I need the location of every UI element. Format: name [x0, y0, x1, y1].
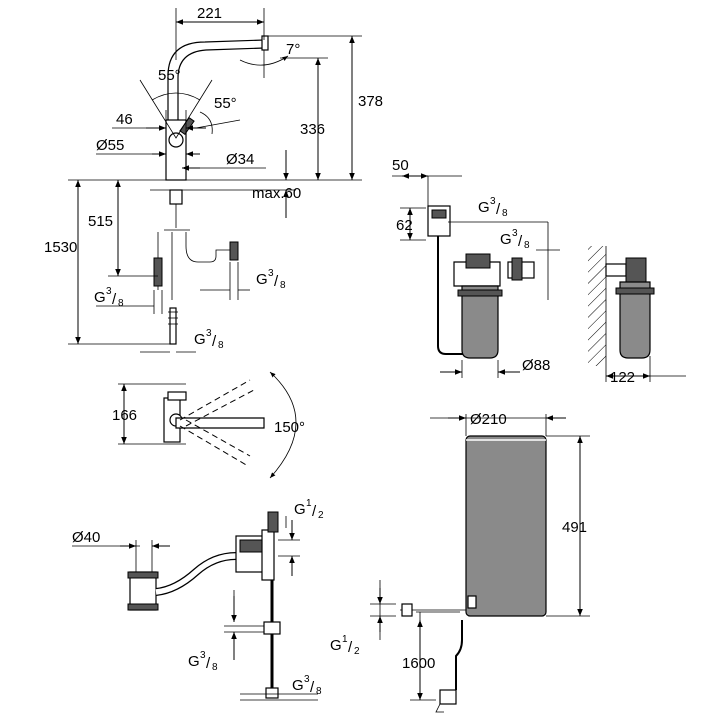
- thread-faucet-right: G 3 / 8: [256, 268, 286, 291]
- dim-swivel-angle: 150°: [274, 419, 305, 436]
- dim-plan-depth: 166: [112, 407, 137, 424]
- filter-side-view: [588, 246, 686, 382]
- mixing-valve-assembly: [72, 511, 318, 701]
- svg-text:/: /: [518, 233, 523, 250]
- svg-text:G: G: [256, 271, 268, 288]
- svg-text:/: /: [310, 679, 315, 696]
- svg-text:1: 1: [306, 498, 312, 509]
- faucet-elevation: [68, 8, 362, 353]
- svg-text:8: 8: [502, 208, 508, 219]
- filter-hose: [437, 236, 464, 355]
- svg-text:/: /: [206, 655, 211, 672]
- dim-hose-short: 515: [88, 213, 113, 230]
- thread-faucet-left: G 3 / 8: [94, 286, 124, 309]
- svg-text:G: G: [478, 199, 490, 216]
- svg-text:1: 1: [342, 634, 348, 645]
- svg-text:8: 8: [316, 686, 322, 697]
- svg-text:/: /: [274, 273, 279, 290]
- svg-text:G: G: [194, 331, 206, 348]
- svg-text:/: /: [496, 201, 501, 218]
- filter-cartridge: [461, 285, 499, 359]
- dim-spout-tilt: 7°: [286, 41, 300, 58]
- svg-text:8: 8: [218, 340, 224, 351]
- boiler-tank: [465, 435, 547, 617]
- svg-text:/: /: [348, 639, 353, 656]
- faucet-plan-view: [118, 371, 297, 479]
- svg-text:/: /: [312, 503, 317, 520]
- svg-text:8: 8: [118, 298, 124, 309]
- dim-filter-head-offset: 50: [392, 157, 409, 174]
- dim-lever-angle-1: 55°: [158, 67, 181, 84]
- lever-pivot: [168, 132, 184, 148]
- svg-text:G: G: [294, 501, 306, 518]
- svg-text:G: G: [292, 677, 304, 694]
- thread-filter-top: G 3 / 8: [478, 196, 508, 219]
- thread-valve-mid: G 3 / 8: [188, 650, 218, 673]
- dim-boiler-height: 491: [562, 519, 587, 536]
- wall-hatch: [588, 246, 606, 366]
- dim-lever-angle-2: 55°: [214, 95, 237, 112]
- dim-filter-diameter: Ø88: [522, 357, 550, 374]
- dim-deck-thickness: max.60: [252, 185, 301, 202]
- thread-boiler: G 1 / 2: [330, 634, 360, 657]
- thread-faucet-bottom: G 3 / 8: [194, 328, 224, 351]
- dim-cable-length: 1600: [402, 655, 435, 672]
- svg-text:3: 3: [512, 228, 518, 239]
- svg-text:3: 3: [304, 674, 310, 685]
- dim-spout-reach: 221: [197, 5, 222, 22]
- svg-text:3: 3: [268, 268, 274, 279]
- dim-hose-long: 1530: [44, 239, 77, 256]
- thread-filter-side: G 3 / 8: [500, 228, 530, 251]
- dim-connector-diameter: Ø40: [72, 529, 100, 546]
- dim-height-body: 336: [300, 121, 325, 138]
- svg-text:2: 2: [354, 646, 360, 657]
- svg-text:8: 8: [524, 240, 530, 251]
- svg-text:G: G: [188, 653, 200, 670]
- dim-filter-head-height: 62: [396, 217, 413, 234]
- svg-text:/: /: [112, 291, 117, 308]
- dim-height-total: 378: [358, 93, 383, 110]
- svg-text:3: 3: [206, 328, 212, 339]
- svg-text:3: 3: [200, 650, 206, 661]
- boiler-cable: [455, 620, 463, 690]
- svg-text:G: G: [500, 231, 512, 248]
- svg-text:/: /: [212, 333, 217, 350]
- dim-hole-diameter: Ø34: [226, 151, 254, 168]
- thread-valve-bottom: G 3 / 8: [292, 674, 322, 697]
- boiler-unit: [370, 414, 590, 713]
- boiler-plug: [439, 689, 457, 705]
- filter-front-view: [392, 173, 560, 378]
- svg-text:G: G: [94, 289, 106, 306]
- dim-offset: 46: [116, 111, 133, 128]
- dim-boiler-diameter: Ø210: [470, 411, 507, 428]
- svg-text:2: 2: [318, 510, 324, 521]
- svg-text:8: 8: [212, 662, 218, 673]
- svg-text:3: 3: [106, 286, 112, 297]
- svg-text:G: G: [330, 637, 342, 654]
- faucet-hoses: [157, 204, 232, 300]
- thread-valve-top: G 1 / 2: [294, 498, 324, 521]
- spout-tip: [261, 35, 269, 51]
- dim-base-diameter: Ø55: [96, 137, 124, 154]
- svg-text:8: 8: [280, 280, 286, 291]
- dim-filter-wall-depth: 122: [610, 369, 635, 386]
- svg-text:3: 3: [490, 196, 496, 207]
